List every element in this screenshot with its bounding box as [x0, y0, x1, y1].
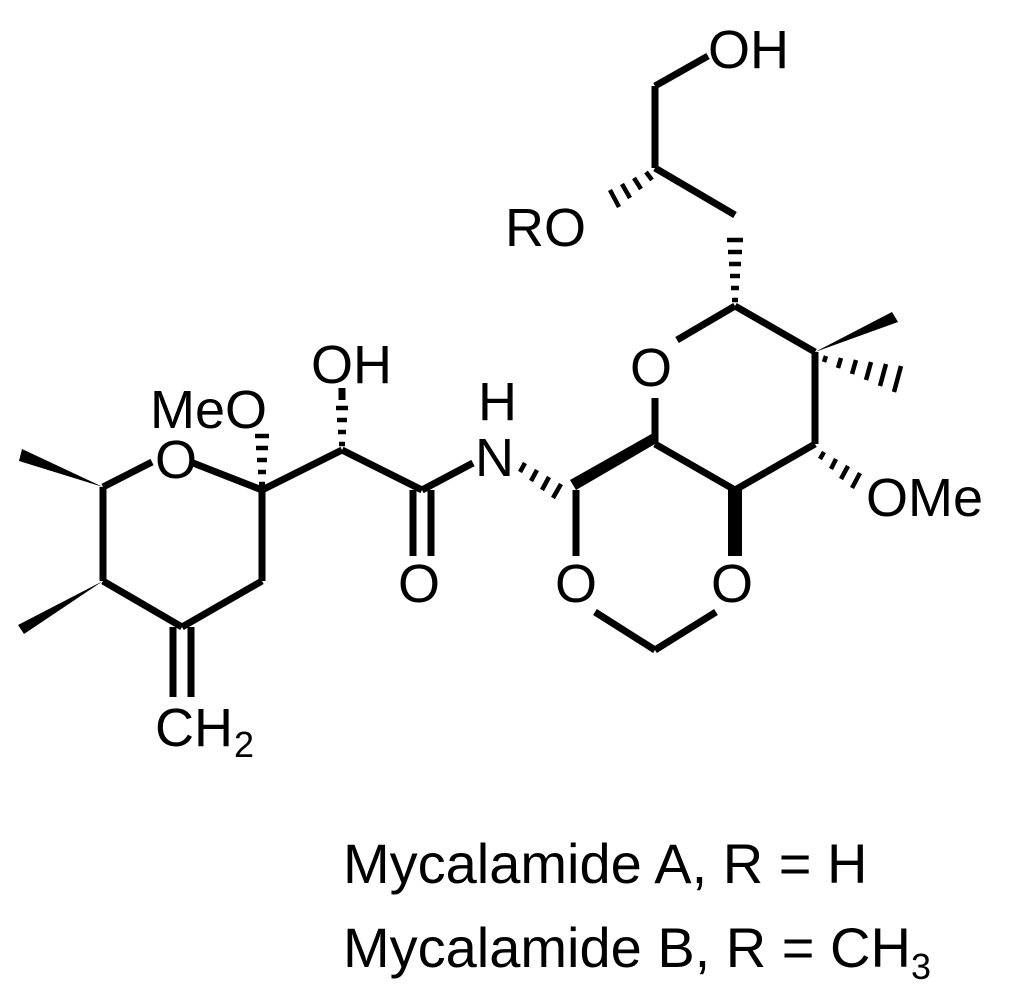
bond-o-pyran-c15 [675, 302, 737, 344]
wedge-bonds [18, 312, 898, 634]
bond-ring-o-c5 [191, 459, 264, 494]
hash-calpha-oh [336, 405, 348, 447]
bond-c1-ring-o [101, 458, 154, 491]
label-acetal-o-left: O [555, 554, 597, 614]
label-ch2-sub: 2 [234, 724, 254, 765]
label-ome-right: OMe [866, 468, 983, 528]
plain-bonds [99, 52, 819, 697]
hash-c13-ome [818, 450, 862, 490]
wedge-c11-c12-bold [728, 490, 742, 556]
wedge-c10-c11 [570, 432, 655, 490]
label-ro: RO [505, 198, 586, 258]
label-acetal-o-right: O [711, 554, 753, 614]
bond-calpha-ccarbonyl [340, 446, 424, 494]
label-ring-o-pyran: O [630, 338, 672, 398]
bond-c12-c11 [653, 440, 737, 494]
bond-o-acetal-ch2 [593, 609, 657, 653]
caption-b-subscript: 3 [910, 946, 931, 987]
label-amide-h: H [478, 372, 517, 432]
bond-ch2-o-acetal [653, 609, 718, 653]
caption-b-text: Mycalamide B, R = CH [343, 916, 911, 979]
label-ch2-main: CH [155, 698, 233, 758]
bond-ch2-choh [653, 164, 737, 219]
atom-labels: OH RO OH MeO O H N O O OMe O O CH 2 [150, 20, 983, 765]
wedge-c2-methyl [18, 581, 103, 634]
bond-c3-c2 [101, 577, 184, 631]
hash-c15-ch2 [727, 237, 743, 303]
label-ring-o-left: O [155, 430, 197, 490]
label-oh-alpha: OH [311, 335, 392, 395]
bond-c5-calpha [260, 446, 344, 494]
label-oh-primary: OH [708, 20, 789, 80]
label-carbonyl-o: O [398, 554, 440, 614]
bond-c13-c12 [733, 440, 817, 494]
wedge-c14-methyl [815, 312, 898, 352]
caption-mycalamide-b: Mycalamide B, R = CH3 [343, 920, 931, 985]
hash-choh-ro [608, 170, 654, 209]
bond-ch2oh-oh [653, 52, 710, 90]
label-meo-ketal: MeO [150, 380, 267, 440]
bond-ccarbonyl-n [420, 459, 475, 494]
hash-c5-ome [255, 433, 269, 487]
wedge-c1-methyl [19, 449, 103, 487]
caption-a-text: Mycalamide A, R = H [343, 832, 868, 895]
label-amide-n: N [475, 428, 514, 488]
hash-n-c10 [518, 461, 563, 500]
hash-c14-methyl [821, 355, 904, 393]
hashed-bonds [255, 170, 904, 500]
caption-mycalamide-a: Mycalamide A, R = H [343, 836, 867, 892]
bond-c4-c3 [180, 577, 264, 631]
bond-c15-c14 [733, 302, 817, 356]
